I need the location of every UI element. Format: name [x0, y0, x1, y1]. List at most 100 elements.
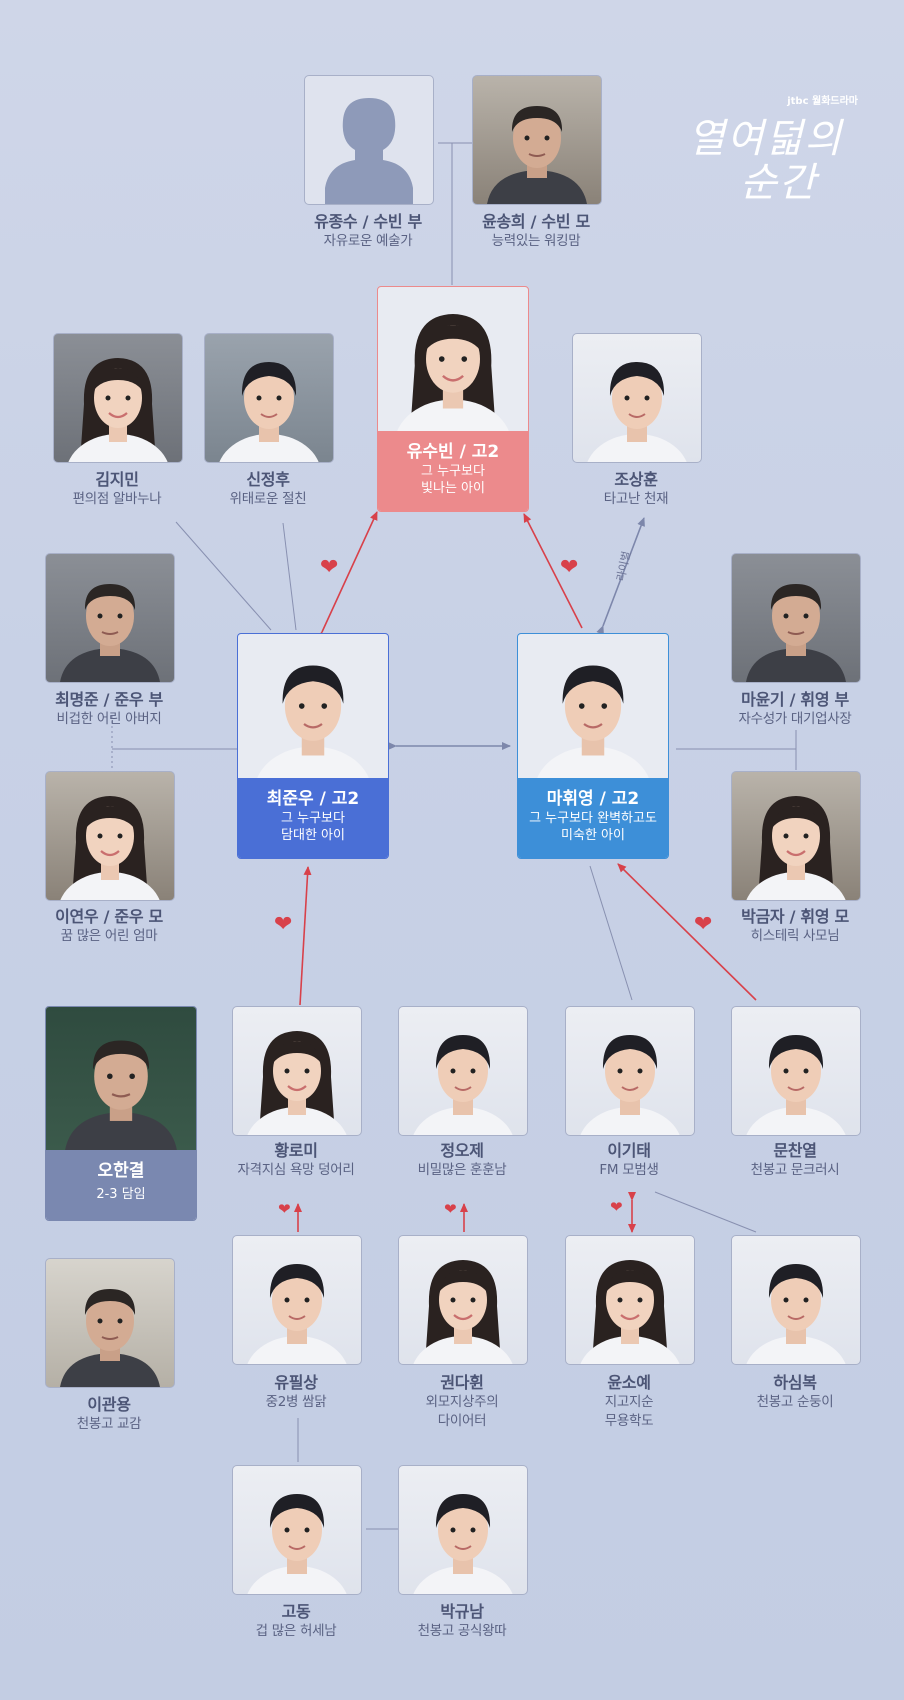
- gwondahwin-photo: [398, 1235, 528, 1365]
- person-silhouette-icon: [305, 76, 433, 204]
- logo-title-line2: 순간: [740, 160, 818, 206]
- jeongoje-name: 정오제: [440, 1141, 484, 1160]
- kimjimin-photo: [53, 333, 183, 463]
- yunsonghee-photo: [472, 75, 602, 205]
- yusubin-photo: [378, 287, 528, 431]
- parkgyunam-label: 박규남 천봉고 공식왕따: [367, 1602, 557, 1641]
- gwondahwin-desc2: 다이어터: [437, 1413, 487, 1429]
- yunsonghee-desc: 능력있는 워킹맘: [491, 233, 581, 249]
- leegitae-name: 이기태: [607, 1141, 651, 1160]
- godong-name: 고동: [281, 1602, 311, 1621]
- ohangyeol-info: 오한결 2-3 담임: [46, 1150, 196, 1220]
- leegitae-portrait: [566, 1007, 694, 1135]
- choimyeongjun-label: 최명준 / 준우 부 비겁한 어린 아버지: [14, 690, 204, 729]
- parkgeumja-name: 박금자 / 휘영 모: [741, 907, 849, 926]
- hasimbok-portrait: [732, 1236, 860, 1364]
- gwondahwin-portrait: [399, 1236, 527, 1364]
- heart-icon: ❤: [560, 555, 579, 580]
- parkgeumja-label: 박금자 / 휘영 모 히스테릭 사모님: [700, 907, 890, 946]
- ohangyeol-name: 오한결: [97, 1161, 145, 1181]
- yujongsu-label: 유종수 / 수빈 부 자유로운 예술가: [273, 212, 463, 251]
- hasimbok-photo: [731, 1235, 861, 1365]
- godong-label: 고동 겁 많은 허세남: [201, 1602, 391, 1641]
- yunsoye-desc2: 무용학도: [604, 1413, 654, 1429]
- mayungi-label: 마윤기 / 휘영 부 자수성가 대기업사장: [700, 690, 890, 729]
- brand-label: jtbc 월화드라마: [787, 96, 858, 107]
- yupilsang-desc: 중2병 쌈닭: [265, 1394, 327, 1410]
- ohangyeol-desc: 2-3 담임: [96, 1187, 146, 1202]
- yunsoye-label: 윤소예 지고지순 무용학도: [534, 1373, 724, 1431]
- leeyeonwoo-photo: [45, 771, 175, 901]
- choijunwoo-desc2: 담대한 아이: [281, 828, 345, 843]
- yunsoye-desc1: 지고지순: [604, 1394, 654, 1410]
- sinjeonghu-label: 신정후 위태로운 절친: [173, 470, 363, 509]
- kimjimin-desc: 편의점 알바누나: [72, 491, 162, 507]
- jeongoje-label: 정오제 비밀많은 훈훈남: [367, 1141, 557, 1180]
- yunsonghee-label: 윤송희 / 수빈 모 능력있는 워킹맘: [441, 212, 631, 251]
- leeyeonwoo-name: 이연우 / 준우 모: [55, 907, 163, 926]
- mahwiyeong-card: 마휘영 / 고2 그 누구보다 완벽하고도 미숙한 아이: [517, 633, 669, 859]
- yusubin-name: 유수빈 / 고2: [406, 442, 500, 462]
- munchanyeol-name: 문찬열: [773, 1141, 817, 1160]
- yupilsang-photo: [232, 1235, 362, 1365]
- yupilsang-name: 유필상: [274, 1373, 318, 1392]
- leegwanyong-portrait: [46, 1259, 174, 1387]
- choimyeongjun-desc: 비겁한 어린 아버지: [56, 711, 162, 727]
- yusubin-desc1: 그 누구보다: [421, 464, 485, 479]
- hwangromi-name: 황로미: [274, 1141, 318, 1160]
- parkgyunam-photo: [398, 1465, 528, 1595]
- heart-icon: ❤: [274, 912, 293, 937]
- mahwiyeong-portrait: [518, 634, 668, 778]
- heart-icon: ❤: [610, 1198, 623, 1216]
- leegwanyong-desc: 천봉고 교감: [76, 1416, 142, 1432]
- choijunwoo-photo: [238, 634, 388, 778]
- yunsonghee-name: 윤송희 / 수빈 모: [482, 212, 590, 231]
- mahwiyeong-desc2: 미숙한 아이: [561, 828, 625, 843]
- mayungi-desc: 자수성가 대기업사장: [738, 711, 852, 727]
- logo-title-line1: 열여덟의: [688, 116, 844, 162]
- yujongsu-name: 유종수 / 수빈 부: [314, 212, 422, 231]
- munchanyeol-label: 문찬열 천봉고 문크러시: [700, 1141, 890, 1180]
- mayungi-name: 마윤기 / 휘영 부: [741, 690, 849, 709]
- yupilsang-label: 유필상 중2병 쌈닭: [201, 1373, 391, 1412]
- sinjeonghu-desc: 위태로운 절친: [229, 491, 307, 507]
- hwangromi-desc: 자격지심 욕망 덩어리: [237, 1162, 355, 1178]
- choijunwoo-card: 최준우 / 고2 그 누구보다 담대한 아이: [237, 633, 389, 859]
- choimyeongjun-photo: [45, 553, 175, 683]
- hwangromi-label: 황로미 자격지심 욕망 덩어리: [201, 1141, 391, 1180]
- heart-icon: ❤: [278, 1200, 291, 1218]
- munchanyeol-portrait: [732, 1007, 860, 1135]
- leegwanyong-photo: [45, 1258, 175, 1388]
- josanghun-photo: [572, 333, 702, 463]
- hasimbok-desc: 천봉고 순둥이: [756, 1394, 834, 1410]
- kimjimin-label: 김지민 편의점 알바누나: [22, 470, 212, 509]
- leeyeonwoo-desc: 꿈 많은 어린 엄마: [60, 928, 158, 944]
- josanghun-desc: 타고난 천재: [603, 491, 669, 507]
- ohangyeol-photo: [46, 1007, 196, 1150]
- leegitae-photo: [565, 1006, 695, 1136]
- jeongoje-photo: [398, 1006, 528, 1136]
- hasimbok-name: 하심복: [773, 1373, 817, 1392]
- parkgeumja-desc: 히스테릭 사모님: [750, 928, 840, 944]
- yunsonghee-portrait: [473, 76, 601, 204]
- leegwanyong-name: 이관용: [87, 1395, 131, 1414]
- josanghun-name: 조상훈: [614, 470, 658, 489]
- hwangromi-portrait: [233, 1007, 361, 1135]
- heart-icon: ❤: [320, 555, 339, 580]
- ohangyeol-card: 오한결 2-3 담임: [45, 1006, 197, 1221]
- leegwanyong-label: 이관용 천봉고 교감: [14, 1395, 204, 1434]
- godong-desc: 겁 많은 허세남: [255, 1623, 337, 1639]
- heart-icon: ❤: [444, 1200, 457, 1218]
- jeongoje-portrait: [399, 1007, 527, 1135]
- heart-icon: ❤: [694, 912, 713, 937]
- gwondahwin-name: 권다휜: [440, 1373, 484, 1392]
- yusubin-info: 유수빈 / 고2 그 누구보다 빛나는 아이: [378, 431, 528, 511]
- choimyeongjun-name: 최명준 / 준우 부: [55, 690, 163, 709]
- kimjimin-name: 김지민: [95, 470, 139, 489]
- hwangromi-photo: [232, 1006, 362, 1136]
- yusubin-desc2: 빛나는 아이: [421, 481, 485, 496]
- choijunwoo-portrait: [238, 634, 388, 778]
- mahwiyeong-photo: [518, 634, 668, 778]
- jeongoje-desc: 비밀많은 훈훈남: [417, 1162, 507, 1178]
- gwondahwin-desc1: 외모지상주의: [425, 1394, 499, 1410]
